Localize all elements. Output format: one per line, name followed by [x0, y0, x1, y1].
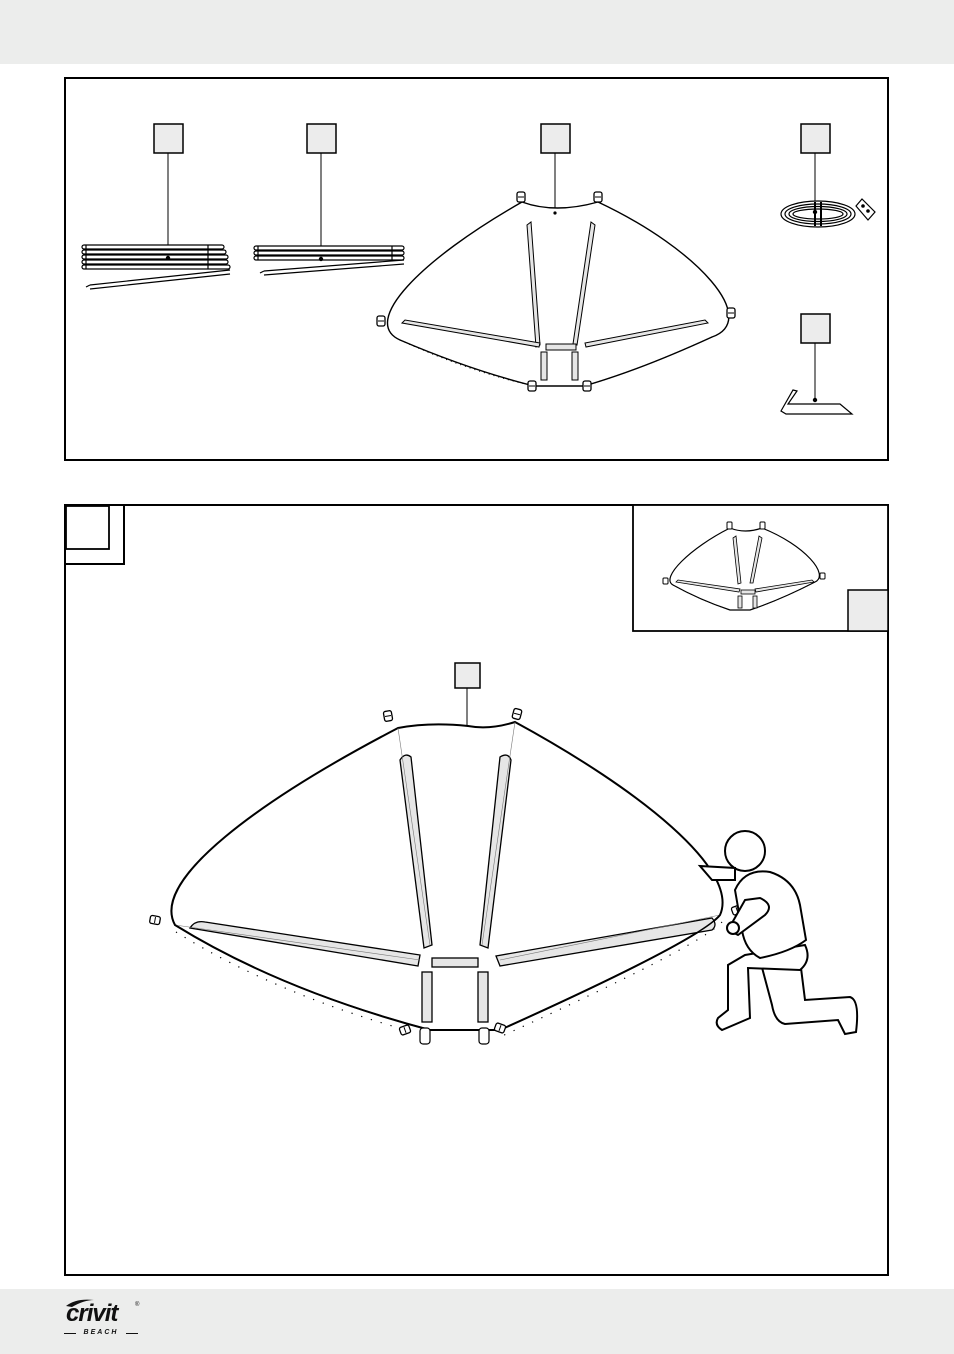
inset-preview [632, 504, 889, 632]
step-number-box [65, 505, 110, 550]
tent-canopy-large [148, 707, 744, 1045]
step-panel [64, 504, 889, 1276]
tent-peg [780, 389, 854, 415]
part-callout-box [153, 123, 184, 258]
logo-swoosh-icon [66, 1299, 94, 1307]
tent-canopy-part [376, 191, 736, 392]
parts-panel [64, 77, 889, 461]
crivit-beach-logo: crivit ® BEACH [62, 1298, 142, 1344]
page-footer-band [0, 1289, 954, 1354]
part-callout-box [540, 123, 571, 213]
logo-brand-text: crivit [66, 1300, 118, 1327]
part-callout-box [800, 313, 831, 400]
pole-bundle-short [253, 245, 405, 276]
part-callout-box [800, 123, 831, 212]
logo-trademark: ® [135, 1302, 140, 1308]
part-callout-box [306, 123, 337, 259]
kneeling-person [697, 830, 859, 1036]
guy-rope-coil [780, 198, 876, 228]
page-header-band [0, 0, 954, 64]
logo-sub-text: BEACH [62, 1329, 140, 1336]
inset-step-box [847, 589, 889, 632]
pole-bundle-long [81, 244, 231, 290]
